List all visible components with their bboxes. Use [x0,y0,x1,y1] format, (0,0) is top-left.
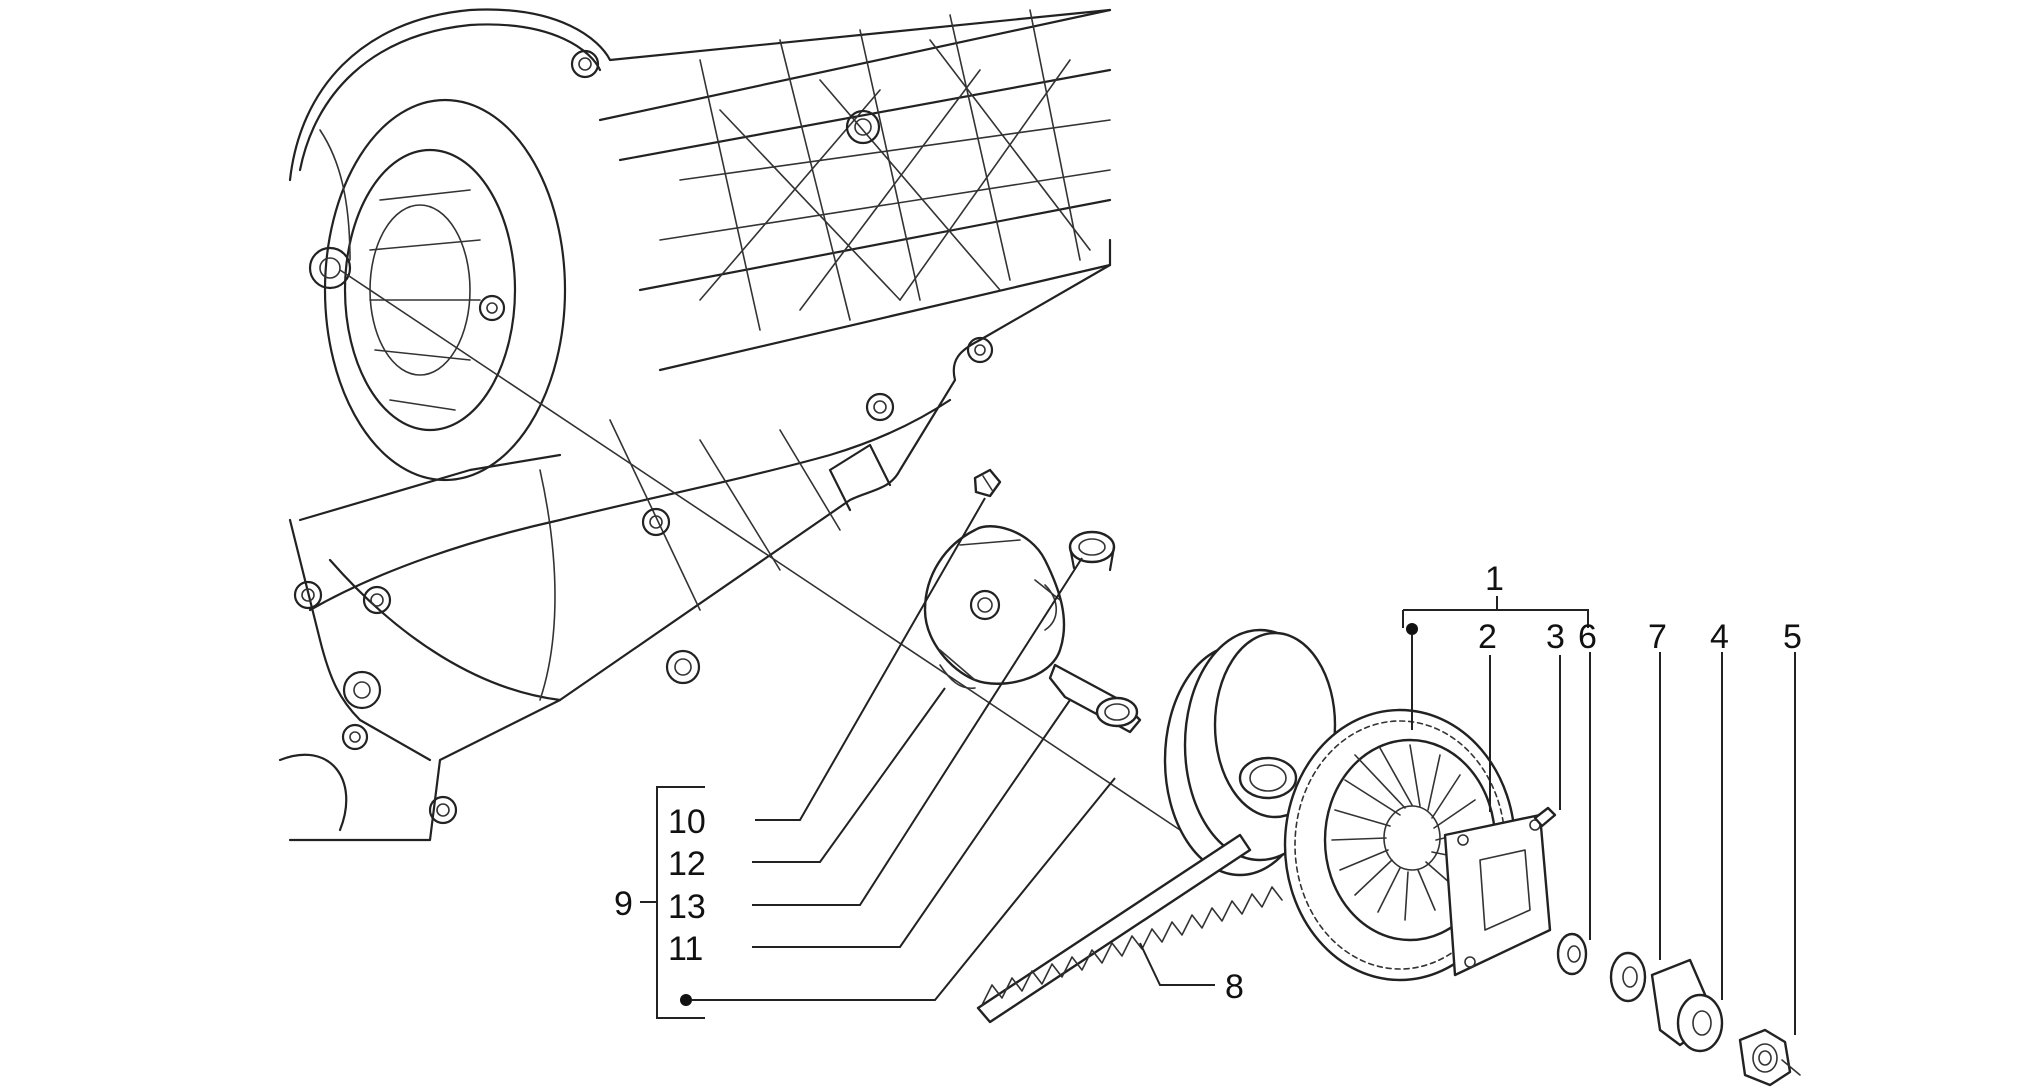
callout-4: 4 [1710,618,1729,656]
part-8-drive-belt [976,833,1283,1024]
housing-bolt-holes [293,49,994,825]
part-7-washer [1609,951,1647,1003]
callout-2: 2 [1478,618,1497,656]
bullet-marker [1406,623,1418,635]
callout-1: 1 [1485,560,1504,598]
callout-10: 10 [668,803,706,841]
callout-labels: 1 2 3 6 7 4 5 8 9 10 12 13 11 [614,560,1802,1006]
callout-6: 6 [1578,618,1597,656]
callout-11: 11 [668,930,703,968]
movable-pulley-half [1163,628,1337,877]
part-3-screw [1533,806,1557,828]
part-5-nut [1738,1028,1801,1087]
callout-8: 8 [1225,968,1244,1006]
callout-13: 13 [668,888,706,926]
part-10-slider-clip [973,468,1002,498]
callout-9: 9 [614,885,633,923]
part-2-cover-plate [1443,813,1552,977]
part-6-washer [1556,932,1588,976]
crankcase-housing [278,8,1112,842]
part-11-spacer-sleeve [1048,663,1142,734]
leader-lines [640,497,1796,1035]
callout-3: 3 [1546,618,1565,656]
part-12-ramp-plate [923,525,1066,690]
callout-7: 7 [1648,618,1667,656]
axis-centerline [339,269,1241,871]
part-4-spacer-bush [1650,958,1724,1053]
callout-5: 5 [1783,618,1802,656]
part-13-bushing [1068,530,1116,572]
bullet-marker [680,994,692,1006]
callout-12: 12 [668,845,706,883]
